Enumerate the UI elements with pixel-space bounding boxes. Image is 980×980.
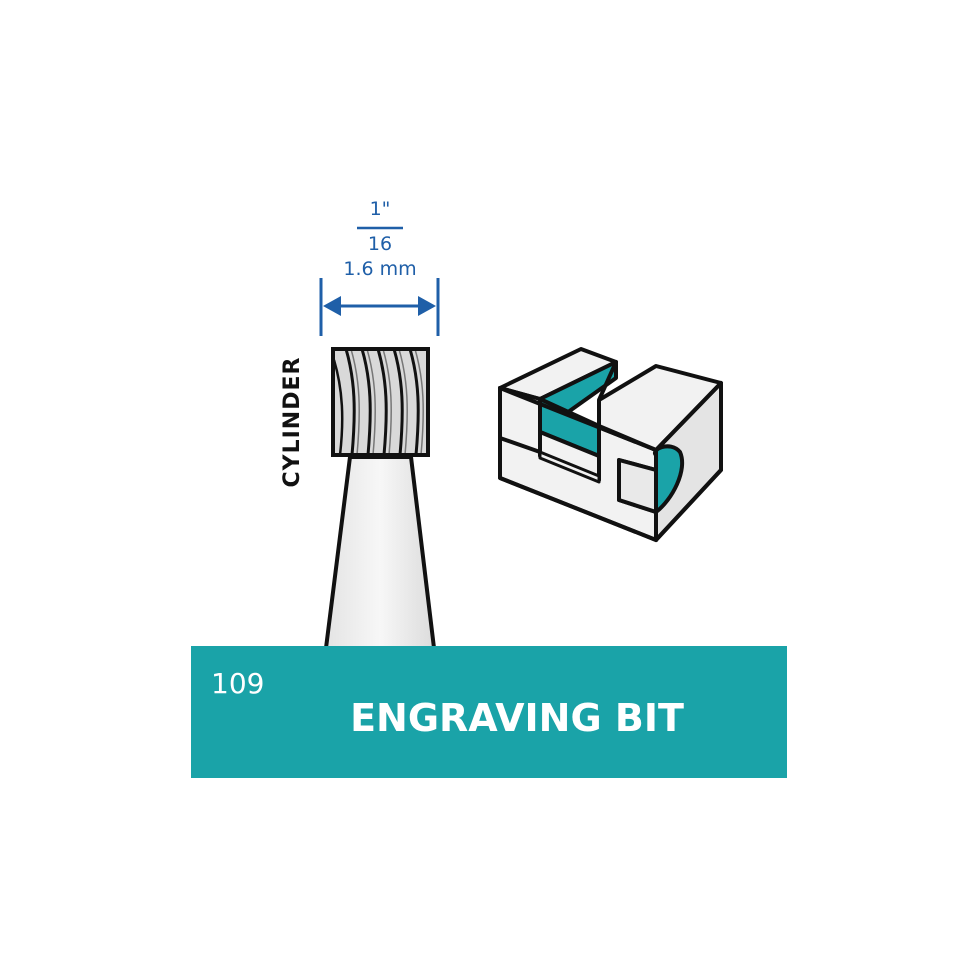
shape-label: CYLINDER	[280, 356, 305, 488]
cylinder-engraving-bit-icon	[324, 347, 436, 650]
product-banner: 109 ENGRAVING BIT	[191, 646, 787, 778]
dimension-metric: 1.6 mm	[343, 258, 417, 280]
dimension-fraction-denominator: 16	[367, 233, 393, 255]
product-name: ENGRAVING BIT	[350, 696, 684, 740]
product-number: 109	[211, 667, 265, 700]
engraved-block-icon	[498, 347, 723, 542]
dimension-fraction-numerator: 1"	[369, 198, 391, 220]
dimension-arrow-icon	[319, 226, 440, 336]
